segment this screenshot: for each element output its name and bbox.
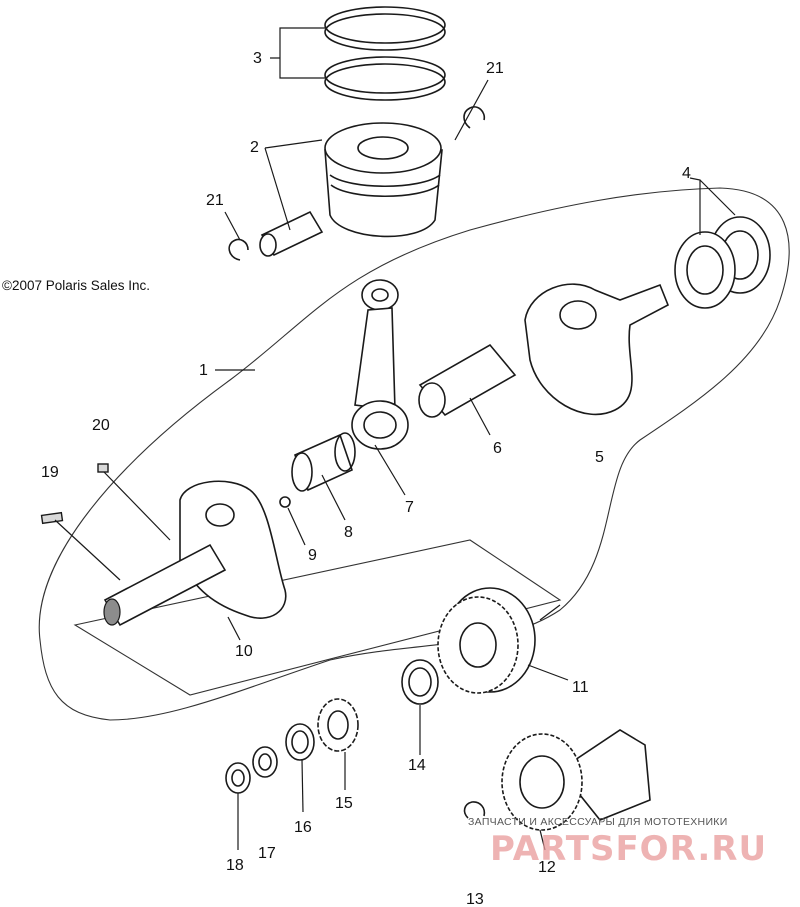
callout-14: 14 [408,757,426,774]
callout-13: 13 [466,891,484,907]
crank-pin [418,343,517,418]
crank-gear [437,587,536,694]
callout-20: 20 [92,417,110,434]
crank-half-subassembly-outline [73,539,562,696]
callout-9: 9 [308,547,317,564]
piston [324,122,443,238]
callout-21-upper: 21 [486,60,504,77]
callout-4: 4 [682,165,691,182]
needle-bearing [291,432,356,492]
piston-pin [259,210,324,257]
spacer [285,723,315,761]
callout-3: 3 [253,50,262,67]
thrust-washer [401,659,439,705]
leader-lines [54,27,736,851]
piston-rings [324,6,446,101]
callout-10: 10 [235,643,253,660]
woodruff-key-19 [40,511,64,525]
callout-7: 7 [405,499,414,516]
watermark-tagline: ЗАПЧАСТИ И АКСЕССУАРЫ ДЛЯ МОТОТЕХНИКИ [468,816,728,828]
callout-16: 16 [294,819,312,836]
main-bearing [674,216,771,309]
callout-18: 18 [226,857,244,874]
copyright-notice: ©2007 Polaris Sales Inc. [2,278,150,293]
callout-19: 19 [41,464,59,481]
lock-washer [252,746,278,778]
circlip-lower [228,238,249,261]
crankshaft-assembly-outline [38,187,790,721]
callout-2: 2 [250,139,259,156]
callout-5: 5 [595,449,604,466]
nut [225,762,251,794]
balance-shaft [463,729,651,831]
ball [279,496,291,508]
callout-17: 17 [258,845,276,862]
callout-8: 8 [344,524,353,541]
watermark-logo: PARTSFOR.RU [490,829,767,869]
callout-11: 11 [572,679,589,696]
callout-12: 12 [538,859,556,876]
sprocket [317,698,359,752]
callout-6: 6 [493,440,502,457]
woodruff-key-20 [97,463,109,473]
callout-1: 1 [199,362,208,379]
connecting-rod [351,279,409,450]
callout-21-lower: 21 [206,192,224,209]
crankshaft-left [103,480,287,627]
crank-web-right [524,283,670,416]
callout-15: 15 [335,795,353,812]
